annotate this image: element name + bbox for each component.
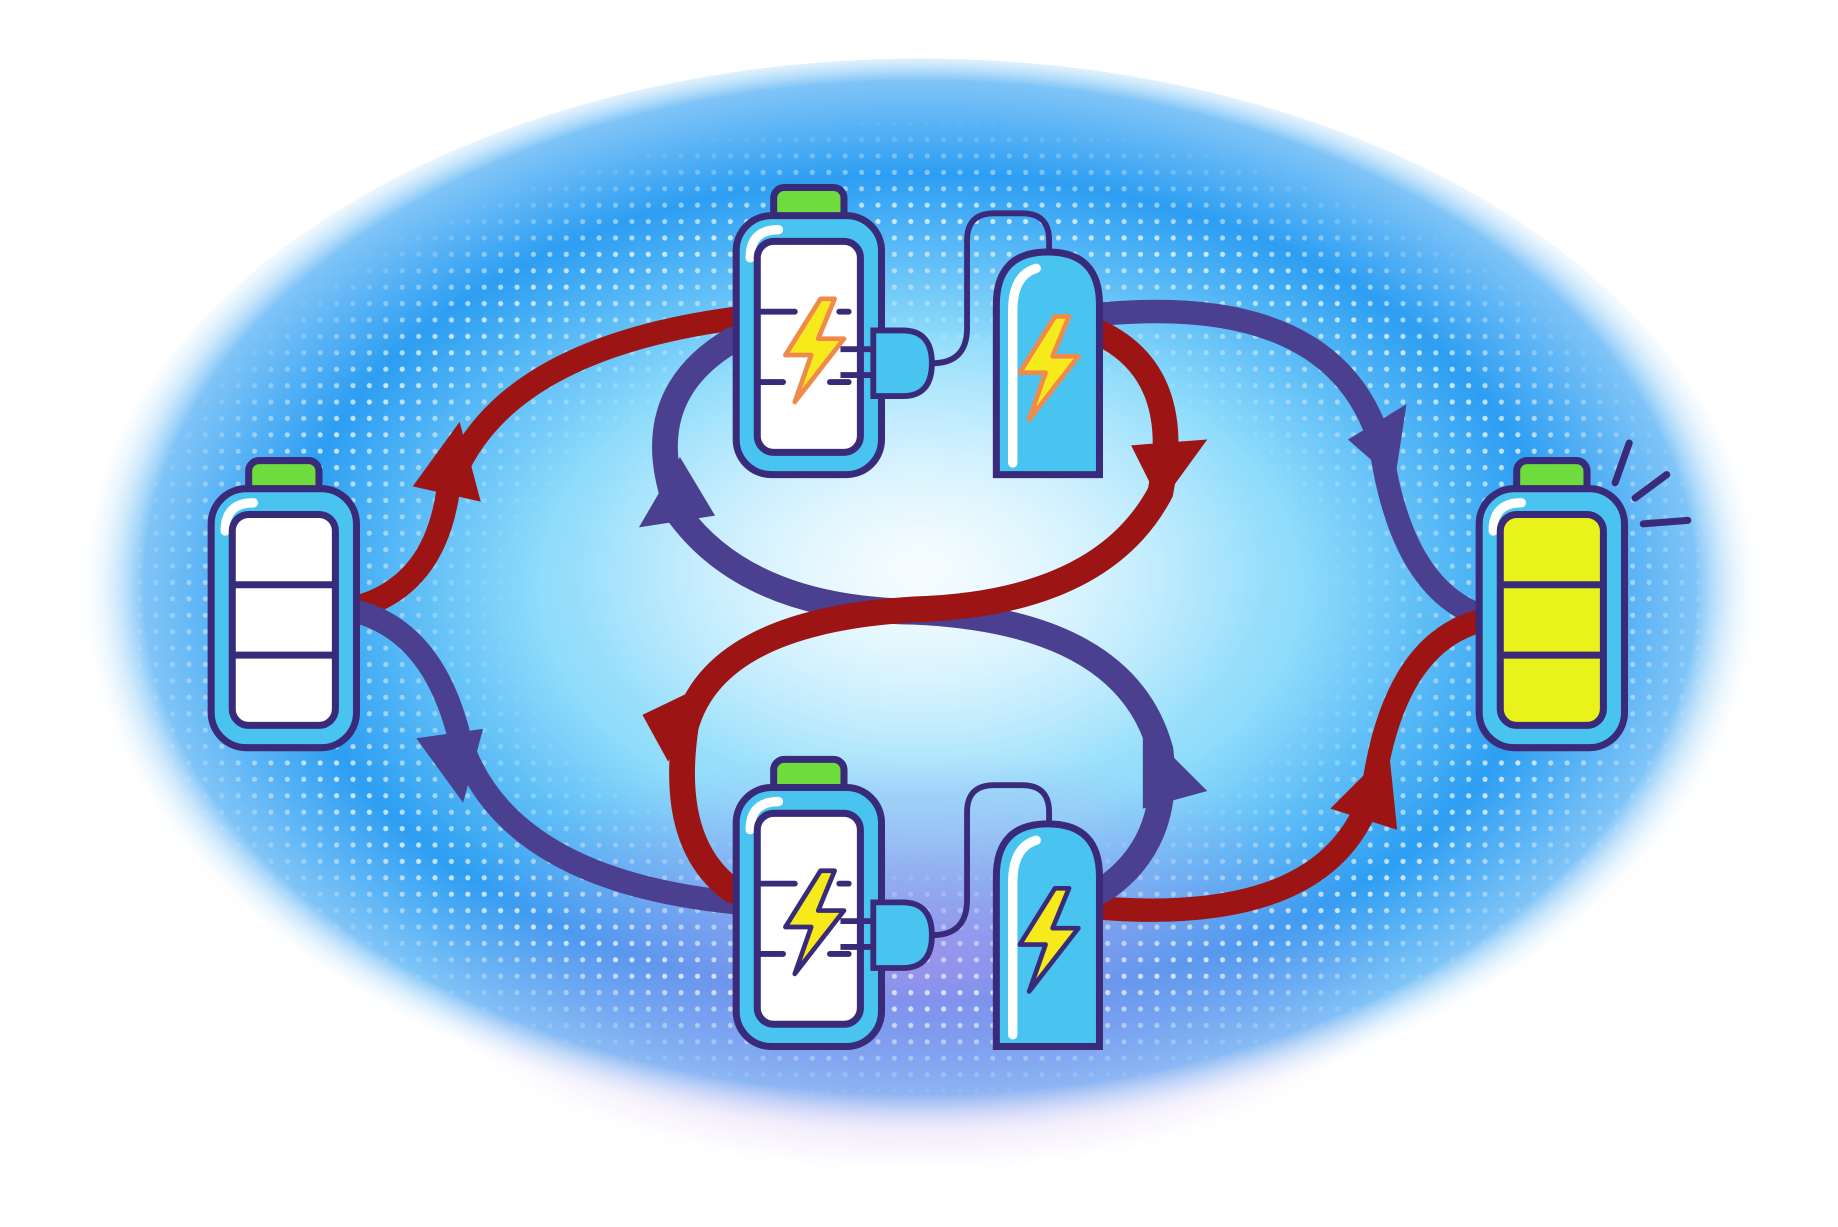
- arrowhead-icon: [1330, 750, 1398, 830]
- sparkle-icon: [1611, 439, 1692, 528]
- arrowhead-icon: [412, 421, 481, 502]
- arrowhead-icon: [1142, 726, 1208, 809]
- empty-battery-icon: [211, 461, 356, 748]
- arrowhead-icon: [1131, 439, 1208, 504]
- power-bank-icon: [996, 252, 1099, 475]
- arrowhead-icon: [1347, 404, 1407, 481]
- charging-battery-icon: [736, 759, 881, 1046]
- power-bank-icon: [996, 824, 1099, 1047]
- cycle-arrow-icon: [1090, 299, 1491, 627]
- arrowhead-icon: [642, 685, 704, 762]
- plug-icon: [840, 782, 1053, 971]
- arrowhead-icon: [416, 728, 484, 803]
- arrowhead-icon: [638, 457, 716, 528]
- cycle-arrow-icon: [669, 321, 1179, 904]
- cycle-arrows: [345, 299, 1491, 922]
- full-battery-icon: [1479, 461, 1624, 748]
- plug-icon: [840, 210, 1053, 400]
- charging-battery-icon: [736, 188, 881, 475]
